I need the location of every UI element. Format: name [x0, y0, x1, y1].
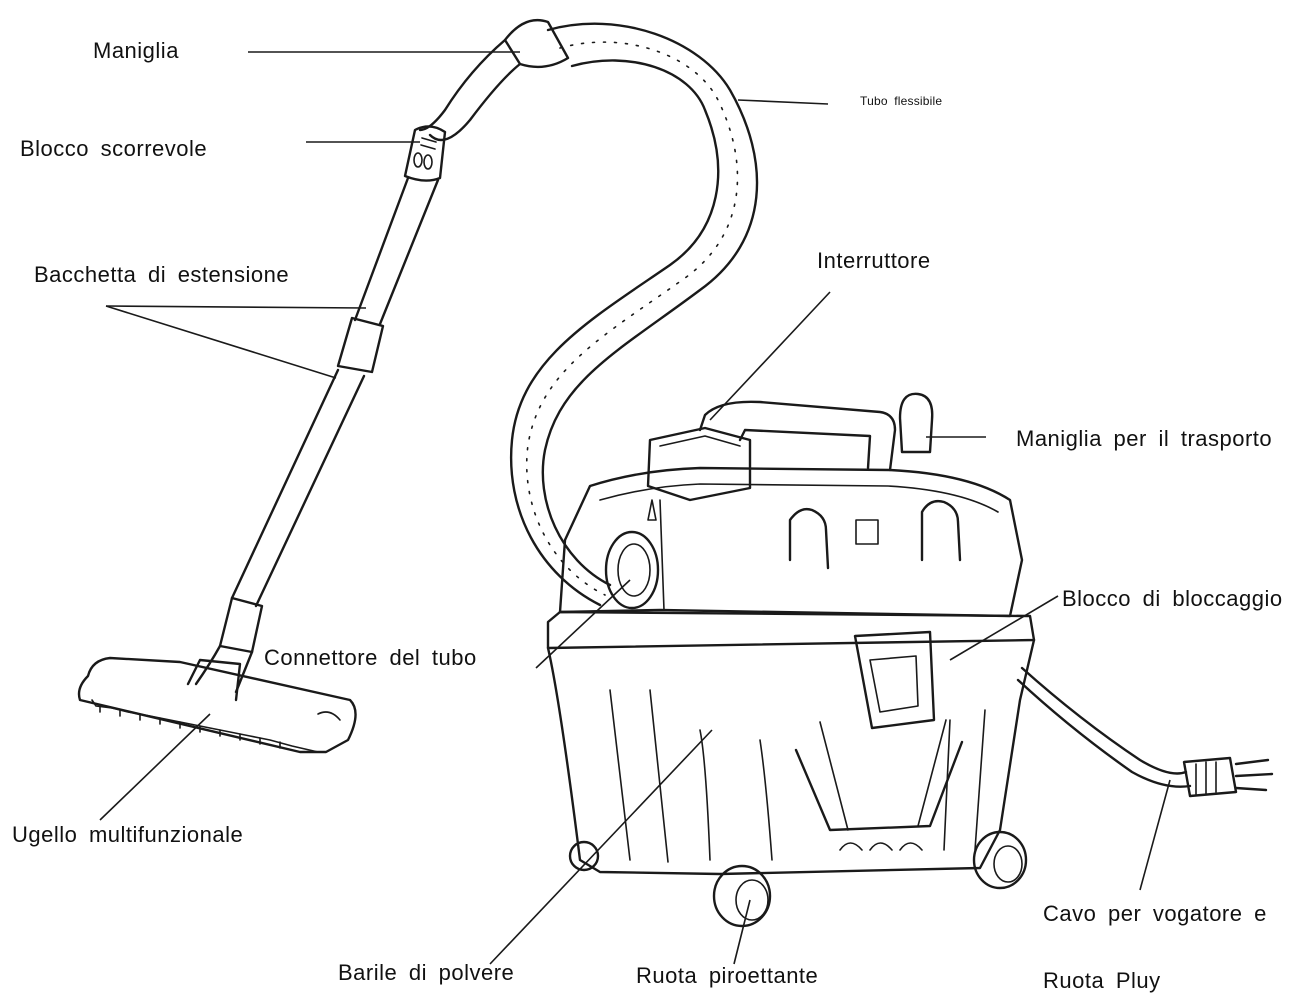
- label-connettore-tubo: Connettore del tubo: [264, 645, 477, 670]
- label-cavo-line1: Cavo per vogatore e: [1043, 901, 1267, 926]
- extension-wand-drawing: [194, 176, 440, 694]
- vacuum-body-drawing: [546, 392, 1036, 928]
- leader-lines: [99, 51, 1171, 965]
- handle-drawing: [418, 18, 570, 142]
- label-ruota-piroettante: Ruota piroettante: [636, 963, 819, 988]
- flexible-hose-drawing: [509, 22, 759, 607]
- label-blocco-scorrevole: Blocco scorrevole: [20, 136, 208, 161]
- label-ugello-multifunzionale: Ugello multifunzionale: [12, 822, 244, 847]
- label-cavo-line2: Ruota Pluy: [1043, 968, 1161, 993]
- label-blocco-bloccaggio: Blocco di bloccaggio: [1062, 586, 1283, 611]
- label-bacchetta-estensione: Bacchetta di estensione: [34, 262, 290, 287]
- label-interruttore: Interruttore: [817, 248, 931, 273]
- label-maniglia: Maniglia: [93, 38, 179, 63]
- power-cord-drawing: [1016, 666, 1274, 798]
- nozzle-drawing: [77, 656, 357, 754]
- label-barile-polvere: Barile di polvere: [338, 960, 515, 985]
- label-tubo-flessibile: Tubo flessibile: [860, 94, 943, 108]
- slide-block-drawing: [403, 125, 447, 182]
- label-maniglia-trasporto: Maniglia per il trasporto: [1016, 426, 1273, 451]
